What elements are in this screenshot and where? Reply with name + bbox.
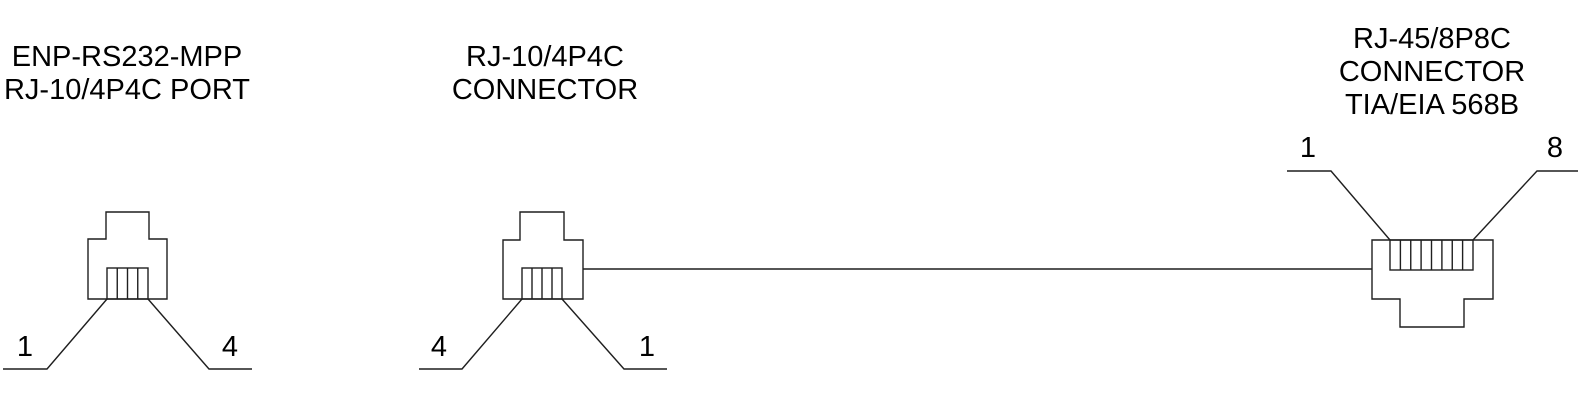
rj10-plug-title: RJ-10/4P4C CONNECTOR	[452, 41, 638, 107]
rj45-title-line2: CONNECTOR	[1338, 56, 1526, 88]
rj10-plug-contact-dividers	[531, 268, 553, 299]
rj45-pin1-leader	[1287, 170, 1391, 241]
rj45-title: RJ-45/8P8C CONNECTOR TIA/EIA 568B	[1339, 23, 1525, 122]
rj45-title-line1: RJ-45/8P8C	[1353, 23, 1511, 55]
rj10-plug-pin1-leader	[561, 298, 667, 370]
rj45-title-line3: TIA/EIA 568B	[1344, 89, 1520, 121]
rj10-port-pin1-leader	[3, 298, 108, 370]
rj10-port-contact-dividers	[116, 268, 139, 299]
rj10-port-title-line1: ENP-RS232-MPP	[11, 41, 243, 73]
rj10-plug-title-line1: RJ-10/4P4C	[466, 41, 624, 73]
rj10-plug-title-line2: CONNECTOR	[451, 74, 639, 106]
rj10-port-body	[87, 211, 168, 300]
rj10-plug-body	[502, 211, 584, 300]
rj10-port-pin4-label: 4	[221, 331, 239, 363]
rj10-plug-pin1-label: 1	[638, 331, 656, 363]
rj10-plug-pin4-label: 4	[430, 331, 448, 363]
rj45-pin8-leader	[1472, 170, 1578, 241]
rj45-contact-dividers	[1399, 240, 1464, 270]
rj10-port-pin1-label: 1	[16, 331, 34, 363]
rj10-port-title-line2: RJ-10/4P4C PORT	[3, 74, 251, 106]
rj45-pin8-label: 8	[1546, 132, 1564, 164]
rj10-port-title: ENP-RS232-MPP RJ-10/4P4C PORT	[4, 41, 250, 107]
rj10-port-pin4-leader	[147, 298, 252, 370]
diagram-strokes	[3, 170, 1578, 370]
rj10-plug-pin4-leader	[419, 298, 523, 370]
rj45-body	[1371, 239, 1494, 328]
rj45-pin1-label: 1	[1299, 132, 1317, 164]
